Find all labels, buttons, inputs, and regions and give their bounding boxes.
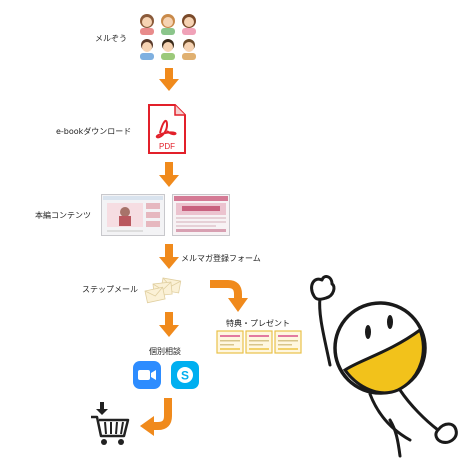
person-avatar	[182, 39, 196, 60]
coupon-card	[245, 330, 273, 354]
flow-arrow-down	[158, 244, 180, 270]
website-screenshot-1	[101, 194, 165, 236]
label-melzou: メルぞう	[95, 34, 127, 43]
svg-text:S: S	[181, 369, 189, 383]
label-mailmag-form: メルマガ登録フォーム	[181, 254, 261, 263]
label-main-content: 本編コンテンツ	[35, 211, 91, 220]
zoom-icon	[133, 361, 161, 389]
person-avatar	[161, 14, 175, 35]
label-ebook-download: e-bookダウンロード	[56, 127, 132, 136]
people-group-icon	[137, 12, 199, 60]
person-avatar	[140, 14, 154, 35]
label-step-mail: ステップメール	[82, 285, 138, 294]
flow-arrow-curved-right	[208, 278, 248, 316]
flow-arrow-down	[158, 162, 180, 188]
label-individual-consultation: 個別相談	[149, 347, 181, 356]
flow-arrow-down	[158, 68, 180, 92]
envelopes-icon	[143, 276, 185, 306]
pdf-file-icon: PDF	[147, 103, 187, 155]
flow-arrow-curved-left	[138, 396, 178, 438]
website-screenshot-2	[172, 194, 230, 236]
pdf-caption: PDF	[159, 142, 175, 151]
stick-figure-character	[300, 270, 460, 460]
coupon-card	[216, 330, 244, 354]
person-avatar	[140, 39, 154, 60]
coupon-cards	[216, 330, 302, 356]
label-gift-present: 特典・プレゼント	[226, 319, 290, 328]
flow-arrow-down	[158, 312, 180, 338]
person-avatar	[161, 39, 175, 60]
skype-icon: S	[171, 361, 199, 389]
shopping-cart-icon	[90, 402, 132, 448]
person-avatar	[182, 14, 196, 35]
coupon-card	[274, 330, 302, 354]
